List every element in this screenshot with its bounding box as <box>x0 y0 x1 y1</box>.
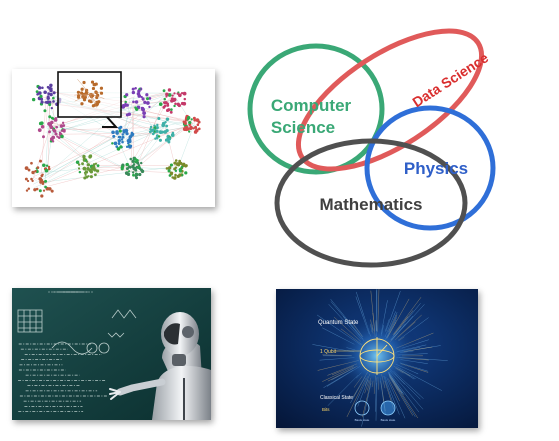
ai-robot-blackboard-image <box>12 288 211 420</box>
venn-diagram: Computer Science Data Science Physics Ma… <box>247 28 496 268</box>
computer-science-label-line2: Science <box>271 118 335 137</box>
classical-state-label: Classical State <box>320 395 353 401</box>
quantum-state-image: Quantum State 1 Qubit Classical State Bi… <box>276 289 478 428</box>
data-science-ellipse <box>295 28 485 172</box>
chalk-scribbles <box>17 309 137 355</box>
mathematics-label: Mathematics <box>320 195 423 214</box>
computer-science-circle <box>247 43 385 175</box>
physics-label: Physics <box>404 159 468 178</box>
robot-drawing <box>12 288 211 420</box>
quantum-state-title: Quantum State <box>318 320 359 326</box>
chalk-text-lines <box>18 291 109 413</box>
network-graph-drawing <box>24 71 201 198</box>
bit-zero-caption: Basis state <box>355 418 370 422</box>
data-science-label: Data Science <box>409 49 491 110</box>
network-graph-image <box>12 69 215 207</box>
zoom-box-nodes <box>74 79 105 108</box>
bit-one-circle <box>380 400 396 416</box>
bits-label: Bits <box>322 407 330 412</box>
bloch-sphere <box>359 337 395 375</box>
physics-circle <box>364 105 496 231</box>
bit-zero-circle <box>354 400 370 416</box>
zoom-arrow-icon <box>102 116 119 128</box>
robot-figure <box>109 312 211 420</box>
quantum-drawing: Quantum State 1 Qubit Classical State Bi… <box>276 289 478 428</box>
bit-one-caption: Basis state <box>381 418 396 422</box>
mathematics-ellipse <box>274 138 468 268</box>
qubit-label: 1 Qubit <box>320 349 337 355</box>
computer-science-label-line1: Computer <box>271 96 352 115</box>
